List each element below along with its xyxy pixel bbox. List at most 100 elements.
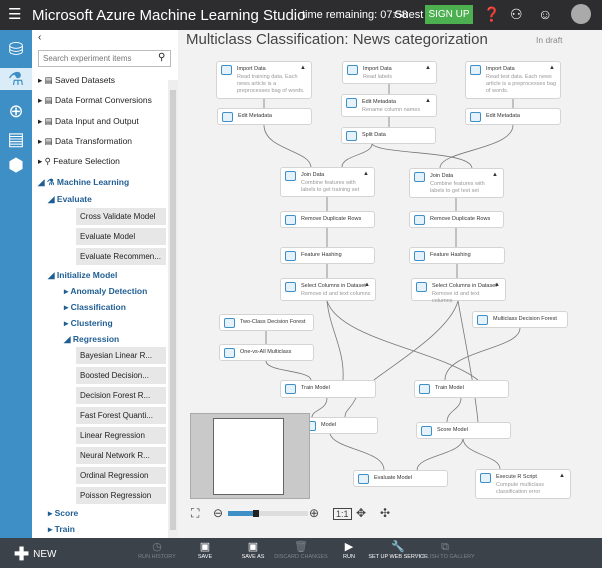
module-item[interactable]: Evaluate Model [76,228,166,245]
projects-icon[interactable]: ⛁ [8,39,24,59]
collapse-caret-icon[interactable]: ▲ [559,473,565,479]
zoom-out-icon[interactable]: ⊖ [213,506,224,520]
collapse-caret-icon[interactable]: ▲ [300,65,306,71]
collapse-palette-icon[interactable]: ‹ [38,32,42,43]
group-classification[interactable]: ▸ Classification [64,302,126,312]
group-anomaly-detection[interactable]: ▸ Anomaly Detection [64,286,148,296]
zoom-to-fit-icon[interactable]: ✥ [356,506,367,520]
edge [326,300,479,381]
collapse-caret-icon[interactable]: ▲ [549,65,555,71]
module-node[interactable]: Remove Duplicate Rows [280,211,375,228]
web-services-icon[interactable]: ⊕ [8,101,24,121]
category-feature-selection[interactable]: ▸ ⚲ Feature Selection [38,156,120,166]
search-input[interactable] [38,50,171,67]
group-regression[interactable]: ◢ Regression [64,334,120,344]
palette-scrollbar-thumb[interactable] [170,90,176,530]
module-node[interactable]: Edit Metadata [465,108,561,125]
group-clustering[interactable]: ▸ Clustering [64,318,113,328]
run-history-button[interactable]: ◷RUN HISTORY [127,541,187,560]
feedback-smiley-icon[interactable]: ☺ [538,6,553,22]
category-machine-learning[interactable]: ◢ ⚗ Machine Learning [38,177,130,187]
collapse-caret-icon[interactable]: ▲ [494,282,500,288]
module-node[interactable]: Train Model [414,380,509,398]
module-item[interactable]: Evaluate Recommen... [76,248,166,265]
fit-to-screen-icon[interactable]: ⛶ [191,506,200,520]
community-icon[interactable]: ⚇ [510,6,523,22]
module-node[interactable]: One-vs-All Multiclass [219,344,314,361]
module-description: Combine features with labels to get test… [430,181,485,194]
experiment-title[interactable]: Multiclass Classification: News categori… [186,31,488,48]
zoom-in-icon[interactable]: ⊕ [309,506,320,520]
category-data-transformation[interactable]: ▸ ▤ Data Transformation [38,136,133,146]
module-node[interactable]: Train Model [280,380,376,398]
new-label: NEW [33,549,57,561]
module-node[interactable]: Evaluate Model [353,470,448,487]
trained-models-icon[interactable]: ⬢ [8,155,24,175]
module-item[interactable]: Ordinal Regression [76,467,166,484]
minimap[interactable] [190,413,310,499]
collapse-caret-icon[interactable]: ▲ [364,282,370,288]
actual-size-button[interactable]: 1:1 [333,508,352,520]
module-description: Read test data. Each news article is a p… [486,74,557,94]
hamburger-menu-icon[interactable]: ☰ [8,6,22,23]
collapse-caret-icon[interactable]: ▲ [425,98,431,104]
group-label: Score [54,508,79,518]
module-node[interactable]: Split Data [341,127,436,144]
save-as-button[interactable]: ▣SAVE AS [223,541,283,560]
zoom-slider[interactable] [228,510,308,517]
collapse-caret-icon[interactable]: ▲ [363,171,369,177]
collapse-caret-icon[interactable]: ▲ [492,172,498,178]
module-node[interactable]: Remove Duplicate Rows [409,211,504,228]
group-evaluate[interactable]: ◢ Evaluate [48,194,92,204]
group-score[interactable]: ▸ Score [48,508,79,518]
category-data-input-output[interactable]: ▸ ▤ Data Input and Output [38,116,139,126]
module-node[interactable]: Feature Hashing [409,247,505,264]
module-item[interactable]: Poisson Regression [76,487,166,504]
module-node[interactable]: Model [300,417,378,434]
module-item[interactable]: Decision Forest R... [76,387,166,404]
minimap-viewport[interactable] [213,418,284,495]
experiments-icon[interactable]: ⚗ [0,68,32,90]
sign-up-button[interactable]: SIGN UP [425,5,473,24]
module-item[interactable]: Boosted Decision... [76,367,166,384]
module-node[interactable]: Edit Metadata [217,108,312,125]
pan-mode-icon[interactable]: ✣ [380,506,391,520]
module-item[interactable]: Linear Regression [76,427,166,444]
module-node[interactable]: Feature Hashing [280,247,375,264]
zoom-slider-knob[interactable] [253,510,259,517]
group-train[interactable]: ▸ Train [48,524,75,534]
notebooks-icon[interactable]: ▤ [7,129,25,149]
run-button[interactable]: ▶RUN [319,541,379,560]
save-button[interactable]: ▣SAVE [175,541,235,560]
publish-to-gallery-button[interactable]: ⧉PUBLISH TO GALLERY [415,541,475,560]
button-label: SAVE [197,554,213,560]
module-item[interactable]: Cross Validate Model [76,208,166,225]
module-node[interactable]: Score Model [416,422,511,439]
app-title: Microsoft Azure Machine Learning Studio [32,7,306,24]
module-node[interactable]: Two-Class Decision Forest [219,314,314,331]
module-item[interactable]: Bayesian Linear R... [76,347,166,364]
group-initialize-model[interactable]: ◢ Initialize Model [48,270,118,280]
avatar[interactable] [571,4,591,24]
new-button[interactable]: ✚NEW [14,544,56,565]
module-item[interactable]: Neural Network R... [76,447,166,464]
search-icon[interactable]: ⚲ [158,52,166,63]
module-title: Evaluate Model [374,475,412,481]
set-up-web-service-button[interactable]: 🔧SET UP WEB SERVICE [368,541,428,560]
discard-changes-button[interactable]: 🗑DISCARD CHANGES [271,541,331,560]
module-node[interactable]: Multiclass Decision Forest [472,311,568,328]
category-saved-datasets[interactable]: ▸ ▤ Saved Datasets [38,75,116,85]
collapse-caret-icon[interactable]: ▲ [425,65,431,71]
module-item[interactable]: Fast Forest Quanti... [76,407,166,424]
category-data-format-conversions[interactable]: ▸ ▤ Data Format Conversions [38,95,152,105]
help-icon[interactable]: ❓ [483,6,501,22]
